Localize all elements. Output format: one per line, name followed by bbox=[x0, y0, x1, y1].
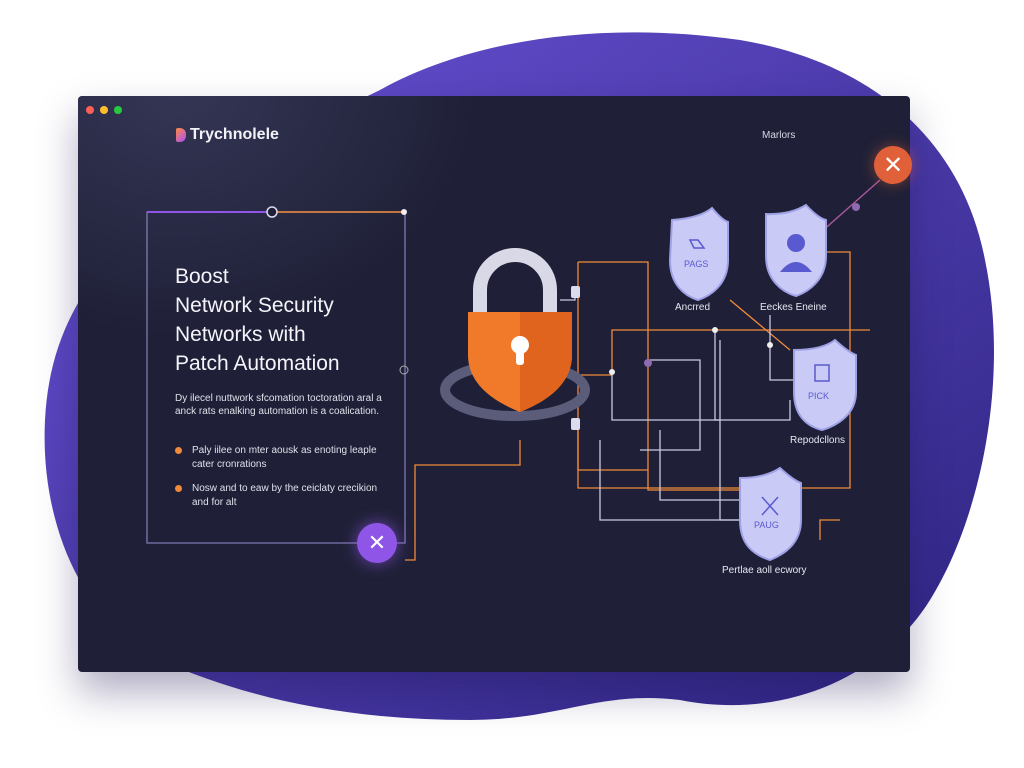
bullet-icon bbox=[175, 447, 182, 454]
nav-link[interactable]: Marlors bbox=[762, 130, 796, 141]
logo-text: Trychnolele bbox=[190, 126, 279, 143]
window-close-button[interactable] bbox=[86, 106, 94, 114]
window-minimize-button[interactable] bbox=[100, 106, 108, 114]
logo[interactable]: Trychnolele bbox=[176, 126, 279, 144]
window-maximize-button[interactable] bbox=[114, 106, 122, 114]
bullet-item: Paly iilee on mter aousk as enoting leap… bbox=[175, 444, 395, 472]
title-line: Network Security bbox=[175, 294, 334, 317]
logo-icon bbox=[176, 128, 186, 142]
bullet-text: Nosw and to eaw by the ceiclaty crecikio… bbox=[192, 483, 378, 508]
node-label: Pertlae aoll ecwory bbox=[722, 565, 807, 576]
node-label: Eeckes Eneine bbox=[760, 302, 827, 313]
shield-badge: PICK bbox=[808, 391, 830, 401]
shield-ancrred-icon bbox=[668, 206, 729, 302]
shield-paug-icon bbox=[739, 466, 802, 562]
title-line: Networks with bbox=[175, 323, 306, 346]
padlock-shield-icon bbox=[440, 248, 590, 421]
close-icon[interactable]: ✕ bbox=[357, 523, 397, 563]
bullet-icon bbox=[175, 485, 182, 492]
title-line: Patch Automation bbox=[175, 352, 340, 375]
bullet-text: Paly iilee on mter aousk as enoting leap… bbox=[192, 445, 377, 470]
shield-badge: PAUG bbox=[754, 520, 779, 530]
window-controls bbox=[86, 106, 122, 114]
shield-pick-icon bbox=[793, 338, 857, 432]
bullet-item: Nosw and to eaw by the ceiclaty crecikio… bbox=[175, 482, 395, 510]
description: Dy ilecel nuttwork sfcomation toctoratio… bbox=[175, 393, 382, 417]
title-line: Boost bbox=[175, 265, 229, 288]
node-label: Ancrred bbox=[675, 302, 711, 313]
shield-badge: PAGS bbox=[684, 259, 709, 269]
close-icon[interactable]: ✕ bbox=[874, 146, 912, 184]
page-title: Boost Network Security Networks with Pat… bbox=[175, 262, 405, 378]
node-label: Repodcllons bbox=[790, 435, 846, 446]
